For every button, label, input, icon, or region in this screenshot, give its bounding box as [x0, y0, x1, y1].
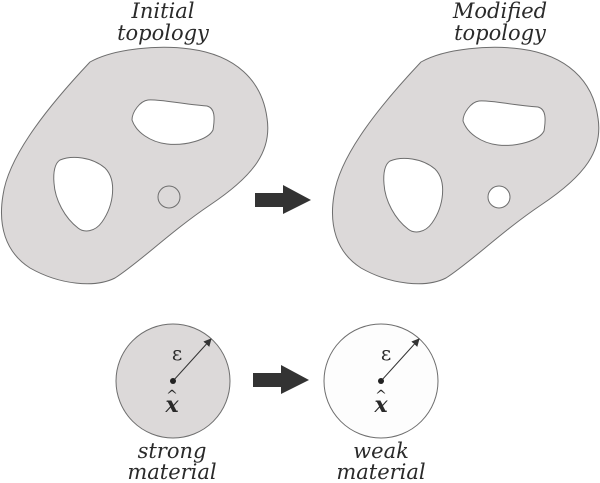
weak-material-ball: ε x ^	[323, 323, 439, 439]
initial-topology-shape	[0, 46, 269, 285]
modified-small-hole	[487, 185, 511, 209]
modified-title-line1: Modified	[452, 0, 547, 23]
strong-label-line2: material	[127, 460, 216, 483]
epsilon-label: ε	[381, 341, 391, 365]
x-hat-label: x	[373, 392, 388, 418]
radius-arrow	[172, 338, 212, 382]
center-point	[378, 378, 384, 384]
initial-hole-left	[53, 156, 113, 232]
modified-hole-left	[383, 157, 443, 233]
strong-label-line1: strong	[138, 439, 207, 463]
initial-domain	[0, 46, 269, 285]
modified-topology-shape	[331, 46, 600, 285]
hat-glyph: ^	[166, 388, 178, 404]
initial-hole-top	[131, 99, 215, 145]
initial-title-line1: Initial	[131, 0, 195, 23]
initial-small-circle	[157, 185, 181, 209]
modified-domain	[331, 46, 600, 285]
initial-title-line2: topology	[117, 21, 210, 45]
transform-arrow-top	[255, 185, 311, 214]
epsilon-label: ε	[172, 341, 182, 365]
strong-material-ball: ε x ^	[115, 323, 231, 439]
weak-label-line2: material	[336, 460, 425, 483]
transform-arrow-bottom	[253, 365, 309, 394]
modified-title-line2: topology	[454, 21, 547, 45]
weak-label-line1: weak	[353, 439, 409, 463]
modified-hole-top	[462, 100, 546, 146]
radius-arrow	[380, 338, 420, 382]
hat-glyph: ^	[375, 388, 387, 404]
x-hat-label: x	[164, 392, 179, 418]
center-point	[170, 378, 176, 384]
